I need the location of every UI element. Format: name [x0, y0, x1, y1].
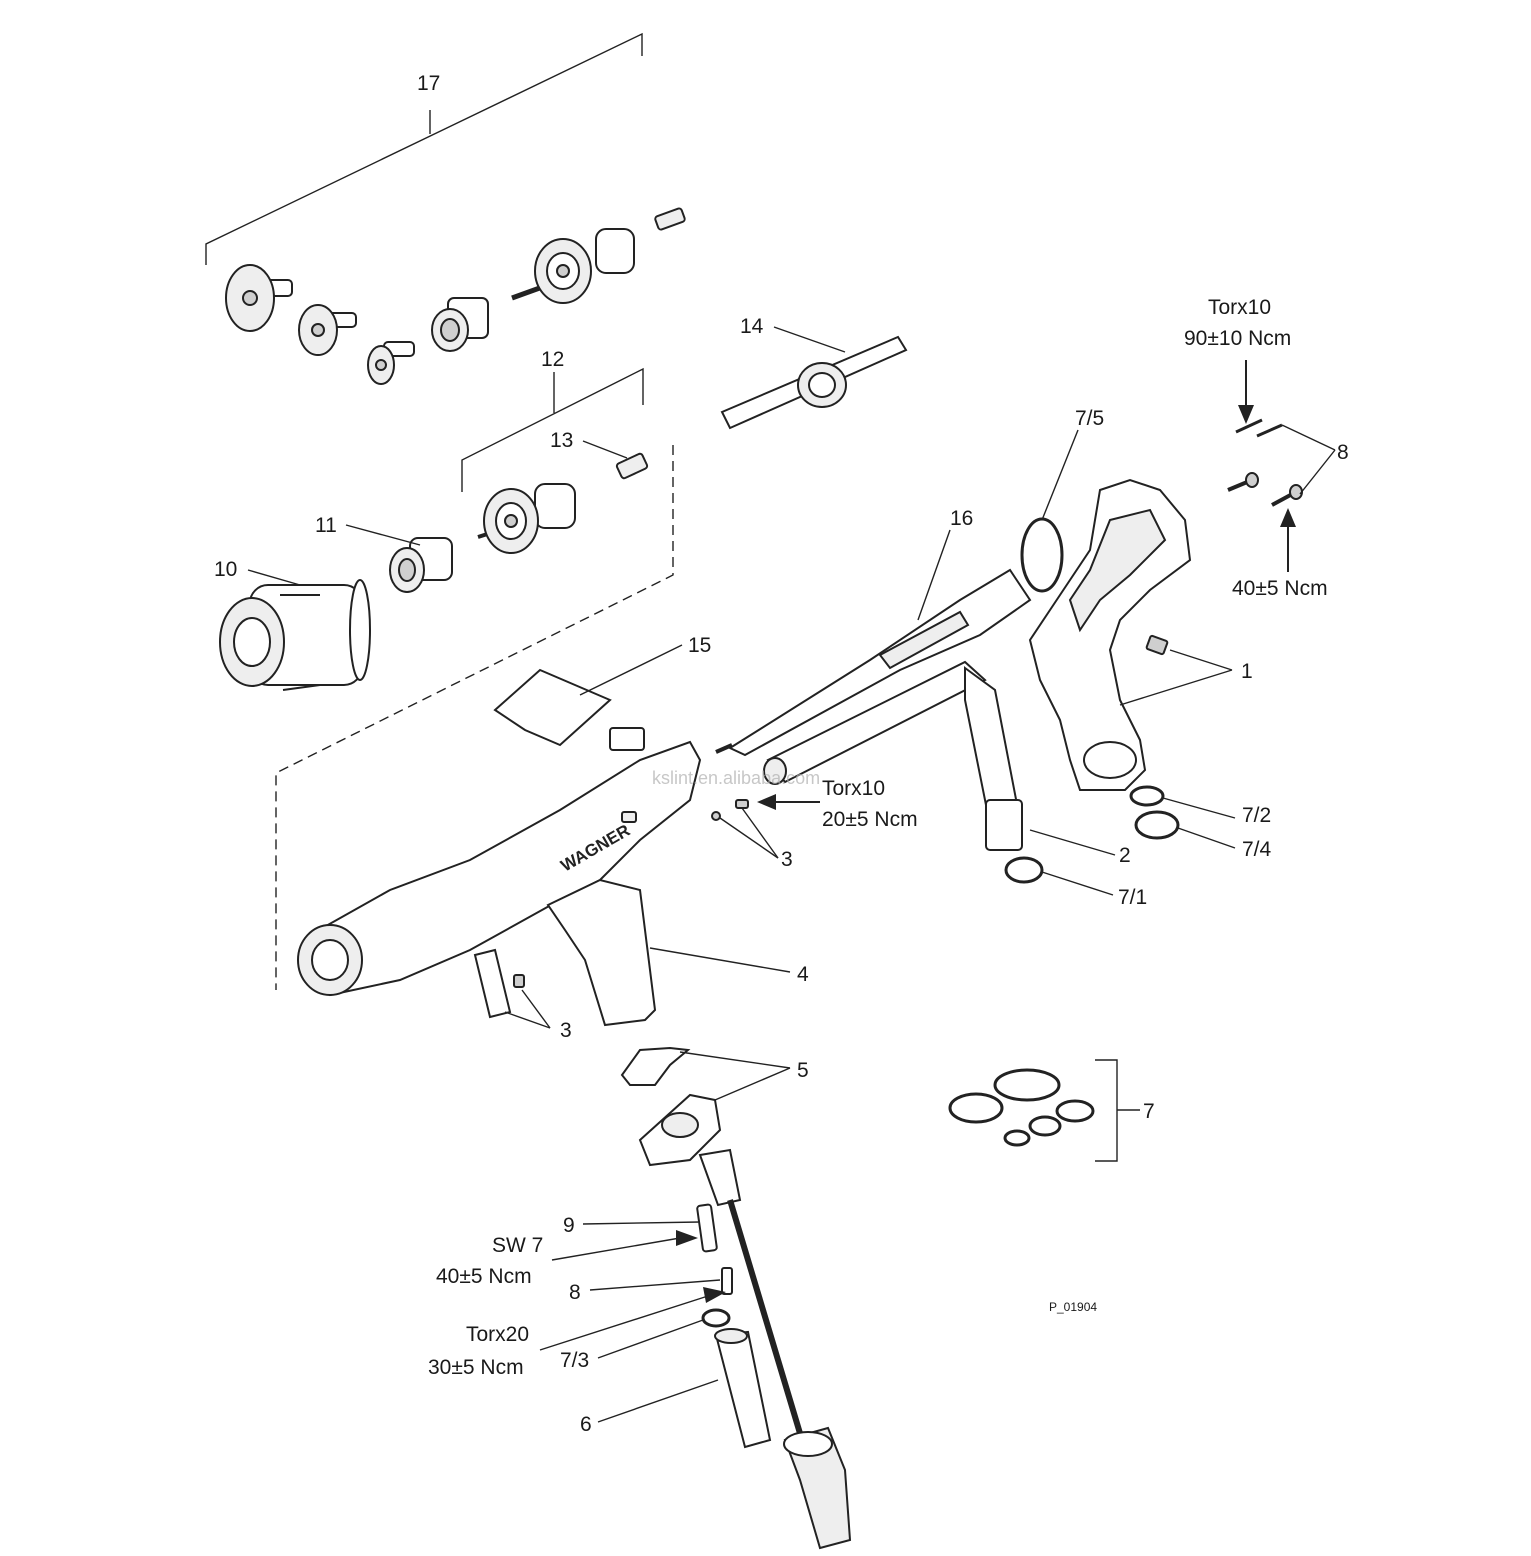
callout-10: 10	[214, 558, 237, 581]
screws-8-top	[1227, 418, 1303, 507]
callout-3-mid: 3	[781, 848, 793, 871]
part-4-gun-body	[297, 727, 702, 1027]
callout-8-top: 8	[1337, 441, 1349, 464]
callout-4: 4	[797, 963, 809, 986]
callout-1: 1	[1241, 660, 1253, 683]
group-7-orings	[948, 1059, 1140, 1162]
part-3-trigger-pin	[473, 948, 525, 1019]
hose-connector-rod	[727, 1199, 852, 1550]
callout-8-low: 8	[569, 1281, 581, 1304]
callout-13: 13	[550, 429, 573, 452]
flat-nozzle-medium	[298, 304, 357, 356]
callout-7-3: 7/3	[560, 1349, 589, 1372]
callout-7-1: 7/1	[1118, 886, 1147, 909]
callout-7-4: 7/4	[1242, 838, 1272, 861]
callout-2: 2	[1119, 844, 1131, 867]
part-10-spray-nut	[219, 579, 371, 691]
group-17	[205, 32, 686, 385]
callout-12: 12	[541, 348, 564, 371]
drawing-id: P_01904	[1049, 1300, 1097, 1314]
callout-17: 17	[417, 72, 440, 95]
callout-16: 16	[950, 507, 973, 530]
part-3-small-screws	[711, 799, 749, 821]
part-14-connector	[720, 335, 908, 430]
clip-13	[615, 452, 649, 480]
callout-15: 15	[688, 634, 711, 657]
torque-sw7: SW 7	[492, 1234, 543, 1257]
arrow-sw7	[676, 1230, 698, 1246]
callout-5: 5	[797, 1059, 809, 1082]
callout-9: 9	[563, 1214, 575, 1237]
callout-7-2: 7/2	[1242, 804, 1271, 827]
torque-screw-right-value: 40±5 Ncm	[1232, 577, 1328, 600]
arrow-torx10-top	[1238, 360, 1254, 424]
part-11-nozzle	[389, 537, 453, 593]
part-2-tube	[763, 660, 1023, 851]
callout-14: 14	[740, 315, 764, 338]
nozzle-insert-17	[431, 297, 489, 352]
torque-torx10-top-value: 90±10 Ncm	[1184, 327, 1291, 350]
arrow-torx10-mid	[757, 794, 820, 810]
part-15-cover	[493, 668, 612, 747]
torque-torx10-mid: Torx10	[822, 777, 885, 800]
torque-sw7-value: 40±5 Ncm	[436, 1265, 532, 1288]
watermark: kslint.en.alibaba.com	[652, 768, 820, 788]
callout-7-5: 7/5	[1075, 407, 1104, 430]
torque-torx20-value: 30±5 Ncm	[428, 1356, 524, 1379]
part-5-handle-cap	[638, 1093, 742, 1207]
arrow-40-ncm-right	[1280, 508, 1296, 572]
flat-nozzle-small	[367, 341, 415, 385]
part-9-fitting	[696, 1203, 718, 1253]
part-1-handle-frame	[1028, 478, 1192, 791]
group-12	[275, 367, 674, 990]
torque-torx10-top: Torx10	[1208, 296, 1271, 319]
callout-7: 7	[1143, 1100, 1155, 1123]
torque-torx20: Torx20	[466, 1323, 529, 1346]
callout-3-low: 3	[560, 1019, 572, 1042]
electrode-holder-17	[511, 228, 635, 304]
part-8-screw-low	[721, 1267, 733, 1295]
torque-torx10-mid-value: 20±5 Ncm	[822, 808, 918, 831]
callout-11: 11	[315, 514, 337, 537]
small-clip-17	[654, 207, 686, 231]
electrode-holder-12	[477, 483, 576, 554]
part-16-cascade	[715, 568, 1032, 757]
flat-nozzle-large	[225, 264, 293, 332]
part-6-adapter	[714, 1328, 772, 1449]
arrow-torx20	[703, 1287, 726, 1303]
callout-6: 6	[580, 1413, 592, 1436]
part-5-hook	[620, 1046, 691, 1086]
